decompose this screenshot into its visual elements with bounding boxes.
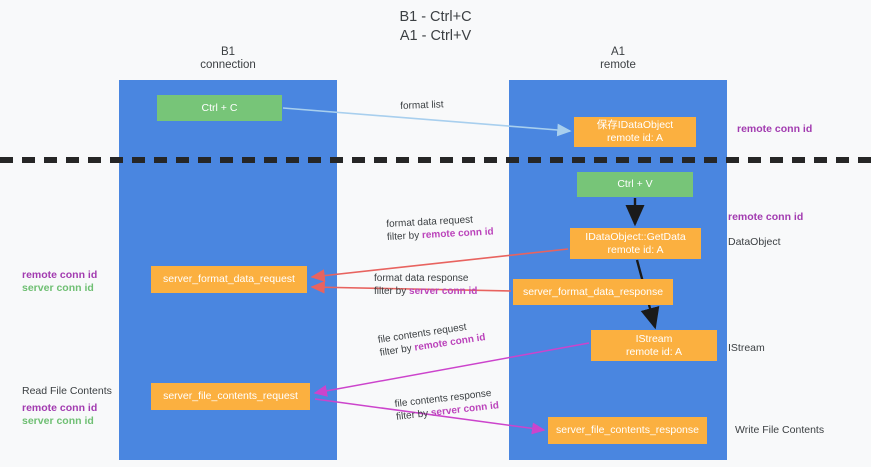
annotation-left-remote-conn-id-mid: remote conn id (22, 269, 98, 281)
highlight-remote-conn-id: server conn id (409, 286, 478, 297)
node-idataobject-getdata-line2: remote id: A (607, 243, 664, 256)
annotation-remote-conn-id-mid: remote conn id (728, 211, 804, 223)
label-text: filter by (374, 286, 410, 297)
node-server-file-contents-response[interactable]: server_file_contents_response (548, 417, 707, 444)
node-save-idataobject-line1: 保存IDataObject (596, 119, 674, 131)
node-idataobject-getdata-line1: IDataObject::GetData (585, 230, 686, 243)
annotation-left-server-conn-id-bot: server conn id (22, 415, 94, 427)
edge-label-format-data-response-line2: filter by server conn id (374, 285, 477, 298)
node-server-format-data-request-line1: server_format_data_request (163, 273, 295, 285)
annotation-write-file-contents: Write File Contents (735, 424, 825, 436)
annotation-left-server-conn-id-mid: server conn id (22, 282, 94, 294)
edge-label-format-list: format list (400, 98, 444, 113)
annotation-remote-conn-id-top: remote conn id (737, 123, 813, 135)
label-text: filter by (395, 407, 432, 423)
node-save-idataobject-line2: remote id: A (606, 132, 664, 144)
annotation-left-remote-conn-id-bot: remote conn id (22, 402, 98, 414)
page-title: B1 - Ctrl+C A1 - Ctrl+V (399, 9, 472, 44)
node-istream-line2: remote id: A (625, 345, 683, 358)
label-text: filter by (379, 342, 416, 359)
lane-a1-title: A1 remote (600, 46, 636, 71)
highlight-remote-conn-id: remote conn id (421, 226, 494, 242)
node-server-file-contents-request-line1: server_file_contents_request (163, 390, 298, 402)
node-ctrl-c[interactable]: Ctrl + C (157, 95, 282, 121)
node-server-format-data-request[interactable]: server_format_data_request (151, 266, 307, 293)
annotation-istream: IStream (728, 342, 765, 354)
annotation-read-file-contents: Read File Contents (22, 385, 112, 397)
label-text: filter by (386, 230, 423, 243)
node-server-file-contents-request[interactable]: server_file_contents_request (151, 383, 310, 410)
node-istream-line1: IStream (635, 332, 673, 345)
node-server-format-data-response[interactable]: server_format_data_response (513, 279, 673, 305)
label-text: format list (400, 99, 444, 112)
edge-label-format-list-line1: format list (400, 98, 444, 113)
node-ctrl-c-line1: Ctrl + C (201, 101, 238, 114)
node-ctrl-v[interactable]: Ctrl + V (577, 172, 693, 197)
node-server-file-contents-response-line1: server_file_contents_response (555, 424, 699, 436)
node-server-format-data-response-line1: server_format_data_response (522, 285, 664, 298)
edge-label-format-data-response-line1: format data response (374, 272, 477, 285)
node-ctrl-v-line1: Ctrl + V (617, 178, 653, 190)
label-text: format data response (374, 273, 469, 284)
lane-b1-title: B1 connection (200, 46, 256, 71)
annotation-dataobject: DataObject (728, 236, 781, 248)
